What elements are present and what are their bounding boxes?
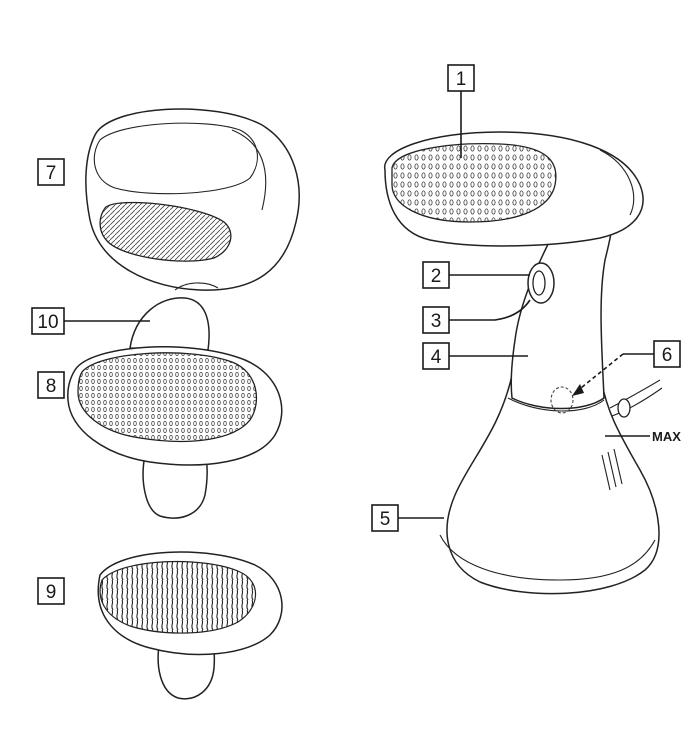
steam-head-accessory (67, 346, 283, 519)
callout-6: 6 (653, 340, 681, 368)
callout-10: 10 (31, 307, 65, 335)
callout-7-label: 7 (46, 163, 57, 184)
callout-3-label: 3 (431, 311, 442, 332)
callout-10-label: 10 (37, 312, 58, 333)
callout-4: 4 (422, 342, 450, 370)
callout-5: 5 (371, 504, 399, 532)
callout-8: 8 (37, 371, 65, 399)
callout-9-label: 9 (46, 582, 57, 603)
max-level-label: MAX (652, 429, 681, 444)
steamer-body (384, 131, 663, 595)
callout-9: 9 (37, 577, 65, 605)
bristle-brush-accessory (97, 551, 283, 700)
callout-2: 2 (422, 261, 450, 289)
callout-2-label: 2 (431, 266, 442, 287)
callout-1: 1 (447, 64, 475, 92)
callout-6-label: 6 (662, 345, 673, 366)
callout-5-label: 5 (380, 509, 391, 530)
fabric-brush-accessory (85, 108, 300, 291)
callout-4-label: 4 (431, 347, 442, 368)
callout-3: 3 (422, 306, 450, 334)
callout-1-label: 1 (456, 69, 467, 90)
callout-8-label: 8 (46, 376, 57, 397)
callout-7: 7 (37, 158, 65, 186)
cap-accessory (129, 297, 210, 351)
leader-lines (64, 91, 654, 519)
